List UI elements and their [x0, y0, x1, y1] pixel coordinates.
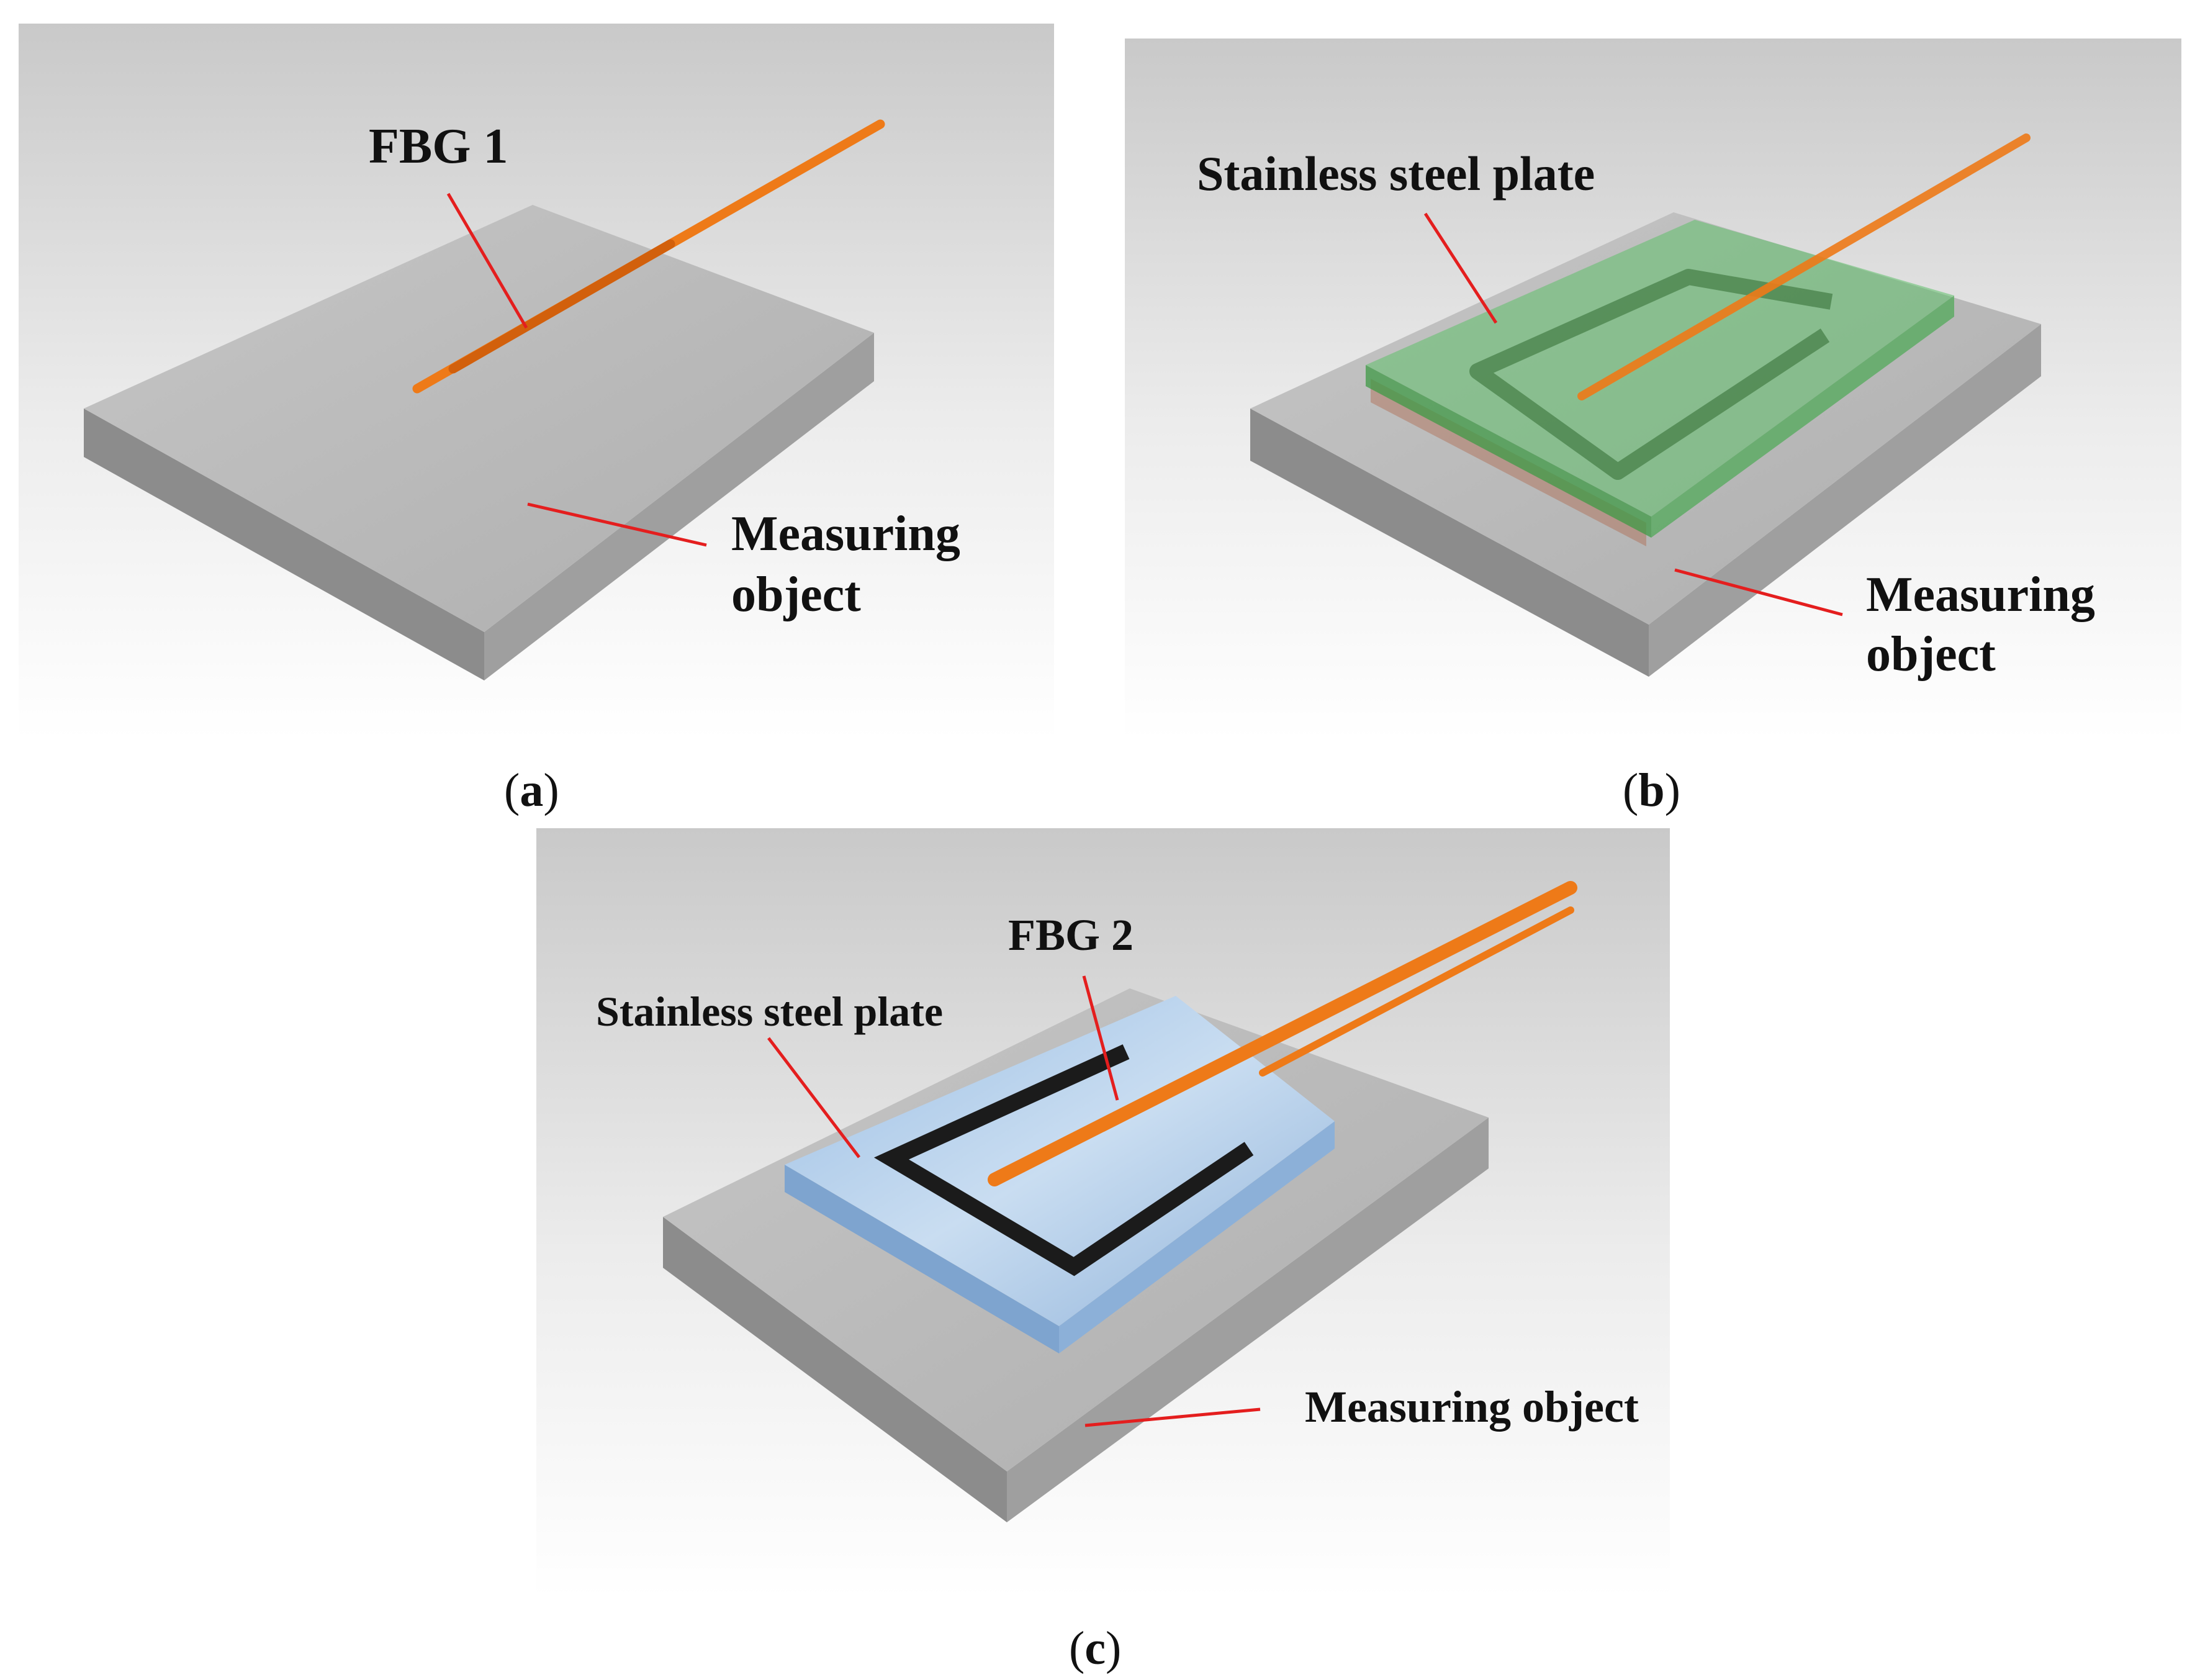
fbg1-label: FBG 1: [369, 119, 508, 174]
measuring-object-label-b-line1: Measuring: [1866, 567, 2095, 622]
measuring-object-front-face: [84, 409, 484, 680]
measuring-object-leader-b: [1674, 568, 1843, 616]
fbg2-label: FBG 2: [1008, 910, 1134, 960]
stainless-steel-plate-b-side: [1651, 296, 1954, 538]
stainless-steel-plate-label-b: Stainless steel plate: [1197, 147, 1595, 201]
fbg2-fiber: [988, 881, 1577, 1186]
fbg-fiber-b: [1577, 133, 2031, 400]
stainless-steel-plate-b-front: [1366, 365, 1651, 538]
stainless-steel-plate-c-front: [785, 1165, 1059, 1353]
stainless-steel-plate-c-slot: [873, 1044, 1254, 1276]
fbg2-leader: [1082, 975, 1119, 1101]
fbg2-fiber-lower: [1259, 906, 1574, 1077]
stainless-steel-plate-leader-b: [1423, 212, 1498, 324]
panel-c-caption: (c): [1069, 1622, 1121, 1674]
fbg1-leader: [446, 192, 528, 329]
stainless-steel-plate-label-c: Stainless steel plate: [596, 988, 943, 1035]
stainless-steel-plate-b-slot: [1469, 269, 1833, 480]
measuring-object-front-face-c: [663, 1217, 1007, 1522]
panel-c-caption-letter: c: [1084, 1622, 1106, 1674]
panel-b: Stainless steel plate Measuring object: [1125, 38, 2181, 739]
panel-b-caption-letter: b: [1638, 764, 1664, 816]
measuring-object-front-face-b: [1250, 409, 1649, 677]
measuring-object-side-face: [484, 333, 874, 680]
panel-a-caption-letter: a: [520, 764, 543, 816]
panel-c: FBG 2 Stainless steel plate Measuring ob…: [536, 828, 1670, 1598]
measuring-object-label-a-line1: Measuring: [731, 507, 960, 561]
panel-a-caption: (a): [504, 764, 559, 816]
measuring-object-top-face: [84, 205, 874, 632]
measuring-object-leader-a: [527, 502, 707, 547]
measuring-object-label-a-line2: object: [731, 567, 861, 622]
panel-a: FBG 1 Measuring object: [19, 24, 1054, 739]
measuring-object-label-b-line2: object: [1866, 627, 1996, 682]
stainless-steel-plate-c-side: [1059, 1121, 1335, 1353]
measuring-object-label-c: Measuring object: [1305, 1382, 1639, 1432]
stainless-steel-plate-leader-c: [767, 1037, 860, 1158]
measuring-object-leader-c: [1084, 1407, 1261, 1427]
fbg1-grating: [448, 239, 675, 374]
panel-b-caption: (b): [1623, 764, 1680, 816]
